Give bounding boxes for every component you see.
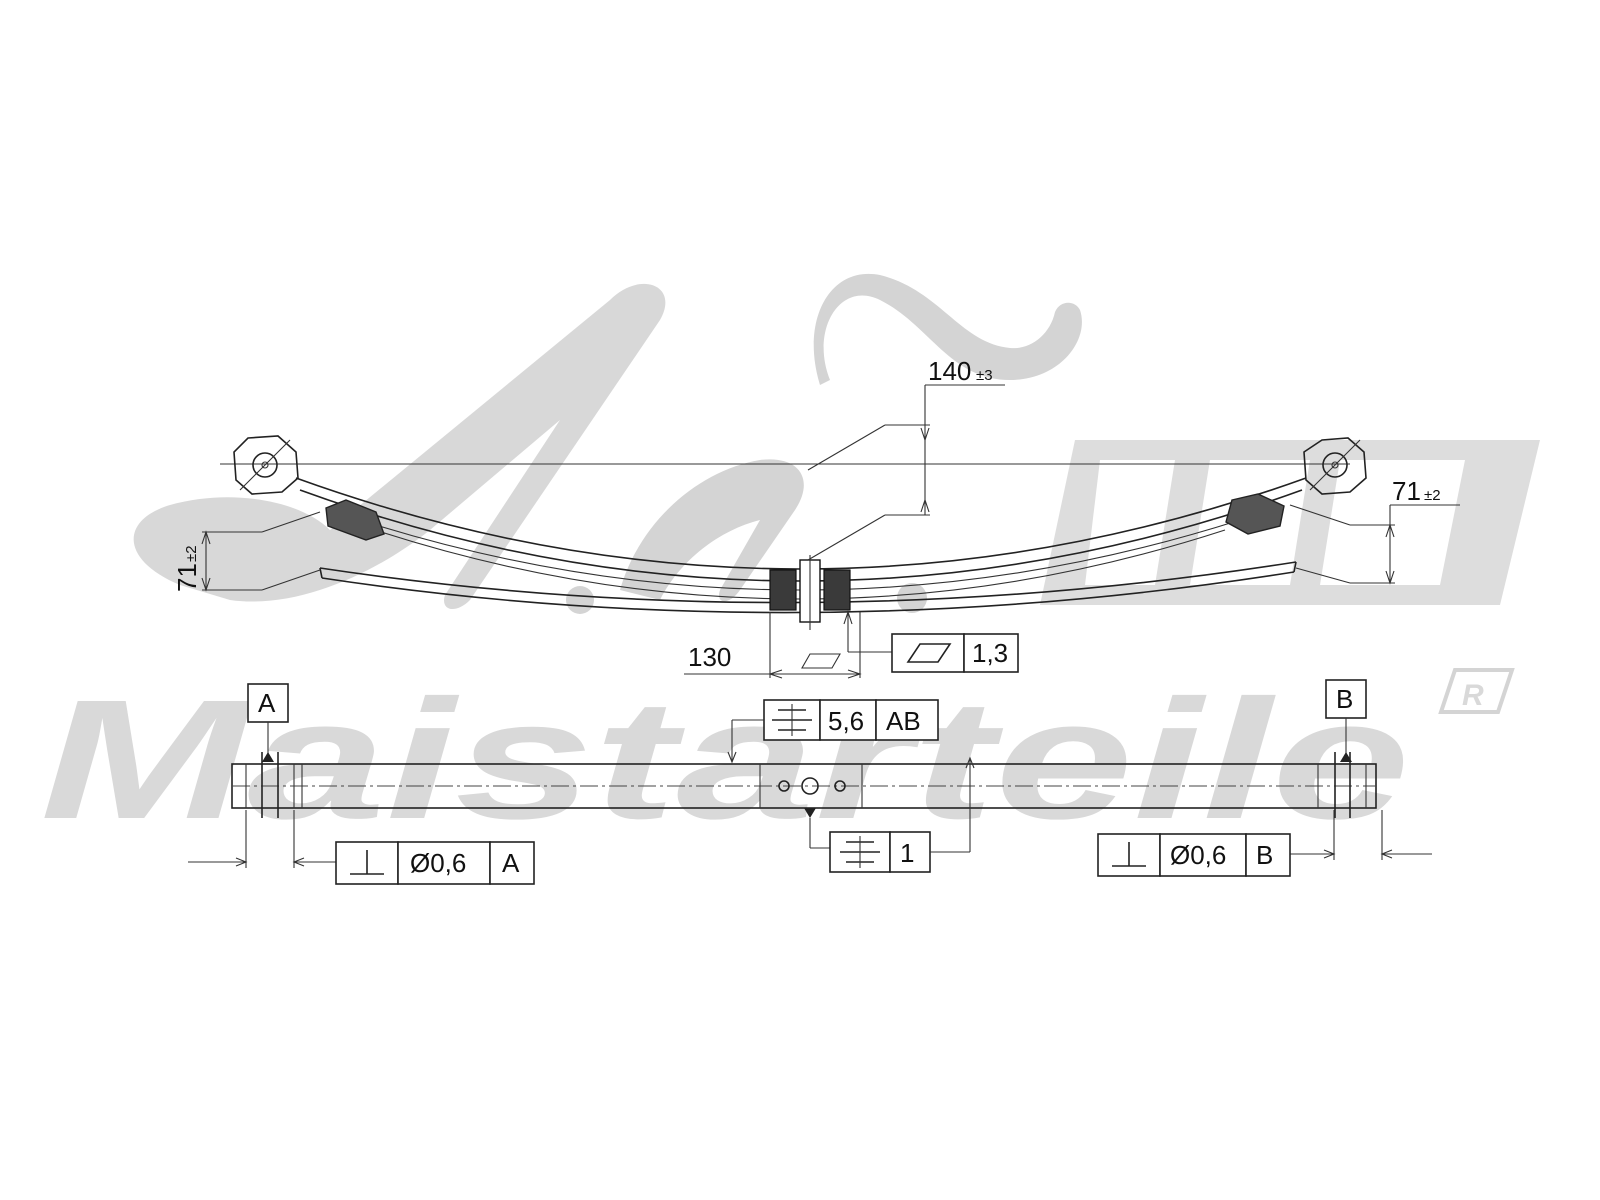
left-rubber-pad xyxy=(325,499,385,541)
right-height-tolerance: ±2 xyxy=(1424,487,1441,504)
centre-bolt-hole xyxy=(801,777,819,795)
registered-mark: R xyxy=(1438,668,1515,714)
watermark-initials-logo xyxy=(133,273,1540,614)
perpendicularity-left-frame: Ø0,6 A xyxy=(188,810,535,885)
right-height-value: 71 xyxy=(1392,476,1421,506)
camber-dimension: 140 ±3 xyxy=(807,356,1005,561)
spring-side-view: 140 ±3 71 ±2 71 ±2 xyxy=(172,356,1460,679)
symmetry-top-frame: 5,6 AB xyxy=(727,699,939,764)
camber-tolerance: ±3 xyxy=(976,367,993,384)
spring-plan-view: A B 5,6 AB xyxy=(188,679,1432,885)
centre-clamp xyxy=(769,555,851,630)
camber-value: 140 xyxy=(928,356,971,386)
flatness-control-frame: 1,3 xyxy=(843,610,1019,673)
perp-right-value: Ø0,6 xyxy=(1170,840,1226,870)
flatness-icon xyxy=(906,643,952,663)
centre-width-dimension: 130 xyxy=(684,612,862,679)
symmetry-centre-value: 1 xyxy=(900,838,914,868)
perpendicularity-icon xyxy=(1112,842,1146,867)
right-height-dimension: 71 ±2 xyxy=(1289,476,1460,585)
symmetry-top-ref: AB xyxy=(886,706,921,736)
datum-b: B xyxy=(1325,679,1367,762)
datum-b-label: B xyxy=(1336,684,1353,714)
centre-width-value: 130 xyxy=(688,642,731,672)
datum-a: A xyxy=(247,683,289,762)
perp-left-ref: A xyxy=(502,848,520,878)
perp-right-ref: B xyxy=(1256,840,1273,870)
flatness-symbol-icon xyxy=(801,653,841,669)
perpendicularity-icon xyxy=(350,850,384,875)
left-spring-eye xyxy=(233,435,299,495)
watermark: Maistarteile R xyxy=(40,273,1540,855)
left-height-dimension: 71 ±2 xyxy=(172,511,321,592)
left-height-value: 71 xyxy=(172,563,202,592)
perp-left-value: Ø0,6 xyxy=(410,848,466,878)
datum-a-label: A xyxy=(258,688,276,718)
symmetry-icon xyxy=(772,704,812,736)
centre-hole-left xyxy=(778,780,790,792)
symmetry-centre-frame: 1 xyxy=(804,756,975,873)
right-spring-eye xyxy=(1303,437,1367,495)
symmetry-icon xyxy=(840,836,880,868)
svg-text:R: R xyxy=(1462,679,1484,712)
perpendicularity-right-frame: Ø0,6 B xyxy=(1097,810,1432,877)
flatness-value: 1,3 xyxy=(972,638,1008,668)
left-height-tolerance: ±2 xyxy=(183,545,200,562)
symmetry-top-value: 5,6 xyxy=(828,706,864,736)
right-rubber-pad xyxy=(1225,493,1285,535)
centre-hole-right xyxy=(834,780,846,792)
